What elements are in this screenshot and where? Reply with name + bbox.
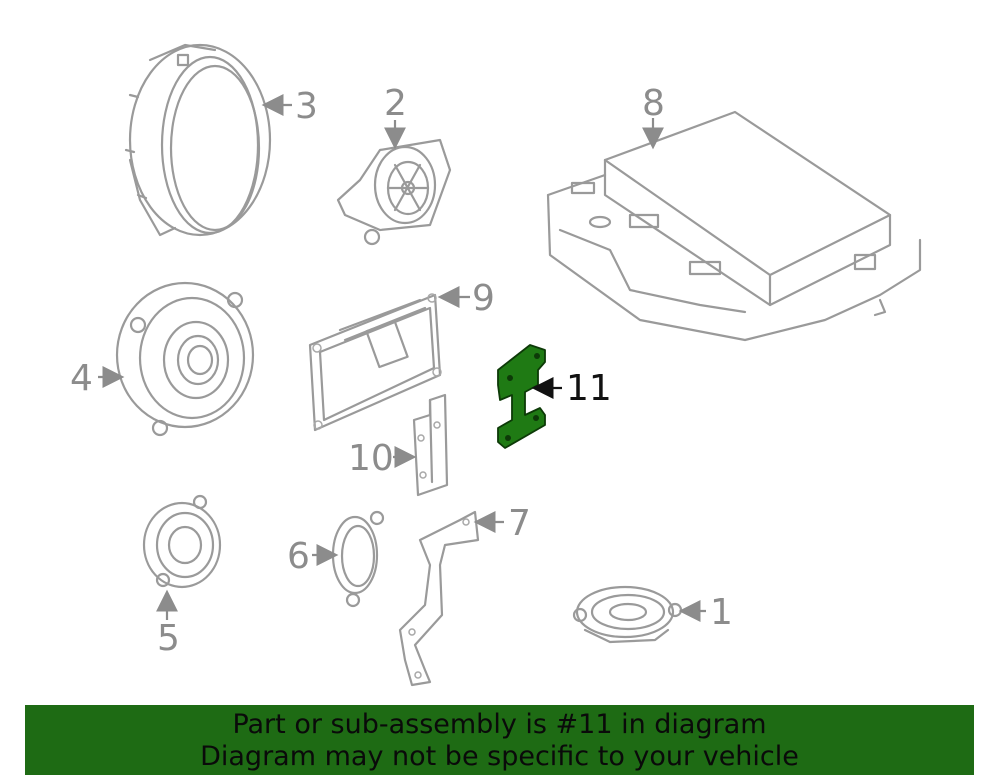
- part-3-speaker-ring[interactable]: [124, 43, 272, 237]
- part-2-tweeter[interactable]: [336, 138, 452, 246]
- banner-line-2: Diagram may not be specific to your vehi…: [200, 741, 799, 772]
- info-banner: Part or sub-assembly is #11 in diagram D…: [25, 705, 974, 775]
- callout-3[interactable]: 3: [295, 86, 318, 127]
- part-6-round-speaker[interactable]: [331, 510, 385, 608]
- callout-2[interactable]: 2: [384, 83, 407, 124]
- callout-4[interactable]: 4: [70, 358, 93, 399]
- callout-9[interactable]: 9: [472, 278, 495, 319]
- part-4-speaker[interactable]: [115, 281, 255, 437]
- callout-7[interactable]: 7: [508, 503, 531, 544]
- callout-1[interactable]: 1: [710, 592, 733, 633]
- parts-diagram: 3 2 8 9 4 11 10 7 6 1 5: [70, 43, 922, 687]
- part-8-control-module[interactable]: [546, 110, 922, 342]
- part-10-small-bracket[interactable]: [412, 393, 449, 497]
- callout-5[interactable]: 5: [157, 618, 180, 659]
- part-7-long-bracket[interactable]: [398, 510, 480, 687]
- part-9-mounting-plate[interactable]: [308, 293, 442, 432]
- banner-line-1: Part or sub-assembly is #11 in diagram: [232, 709, 767, 740]
- callout-8[interactable]: 8: [642, 83, 665, 124]
- part-11-bracket-highlighted[interactable]: [497, 344, 546, 449]
- part-1-small-speaker[interactable]: [572, 585, 683, 644]
- callout-10[interactable]: 10: [348, 438, 394, 479]
- callout-11[interactable]: 11: [566, 368, 612, 409]
- callout-6[interactable]: 6: [287, 536, 310, 577]
- part-5-small-speaker[interactable]: [142, 494, 222, 589]
